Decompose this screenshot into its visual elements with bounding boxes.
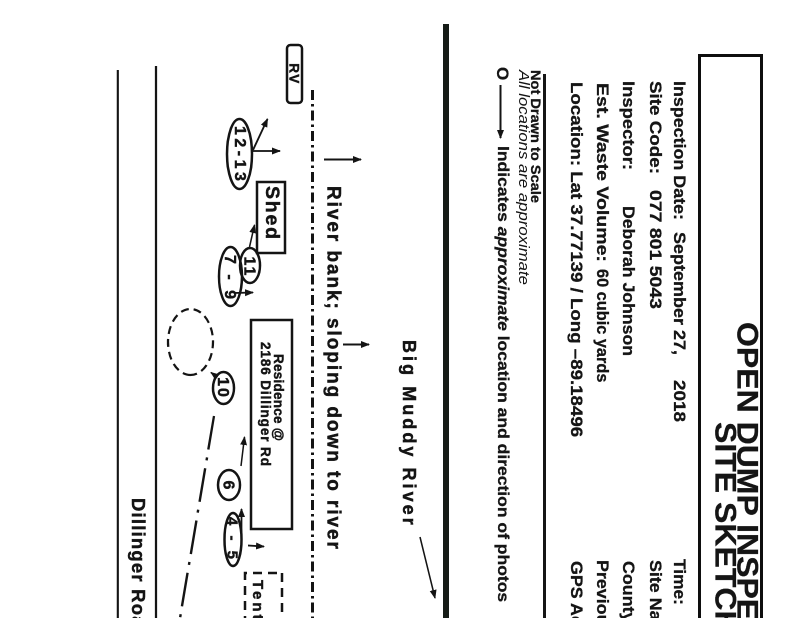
svg-text:11: 11: [241, 257, 258, 278]
svg-text:Residence @: Residence @: [271, 354, 286, 441]
svg-text:RV: RV: [287, 63, 302, 85]
svg-text:12-13: 12-13: [231, 126, 248, 184]
svg-text:Big Muddy River: Big Muddy River: [399, 340, 419, 528]
svg-text:10: 10: [214, 377, 231, 399]
svg-text:2186 Dillinger Rd: 2186 Dillinger Rd: [258, 342, 273, 467]
svg-text:Shed: Shed: [261, 186, 283, 241]
svg-text:6: 6: [220, 481, 237, 490]
svg-text:Tent: Tent: [249, 580, 266, 618]
svg-text:4 - 5: 4 - 5: [224, 517, 241, 562]
svg-text:7 - 9: 7 - 9: [221, 255, 238, 302]
svg-text:Dillinger Road: Dillinger Road: [128, 498, 149, 618]
svg-text:River bank; sloping down to ri: River bank; sloping down to river: [323, 186, 344, 551]
